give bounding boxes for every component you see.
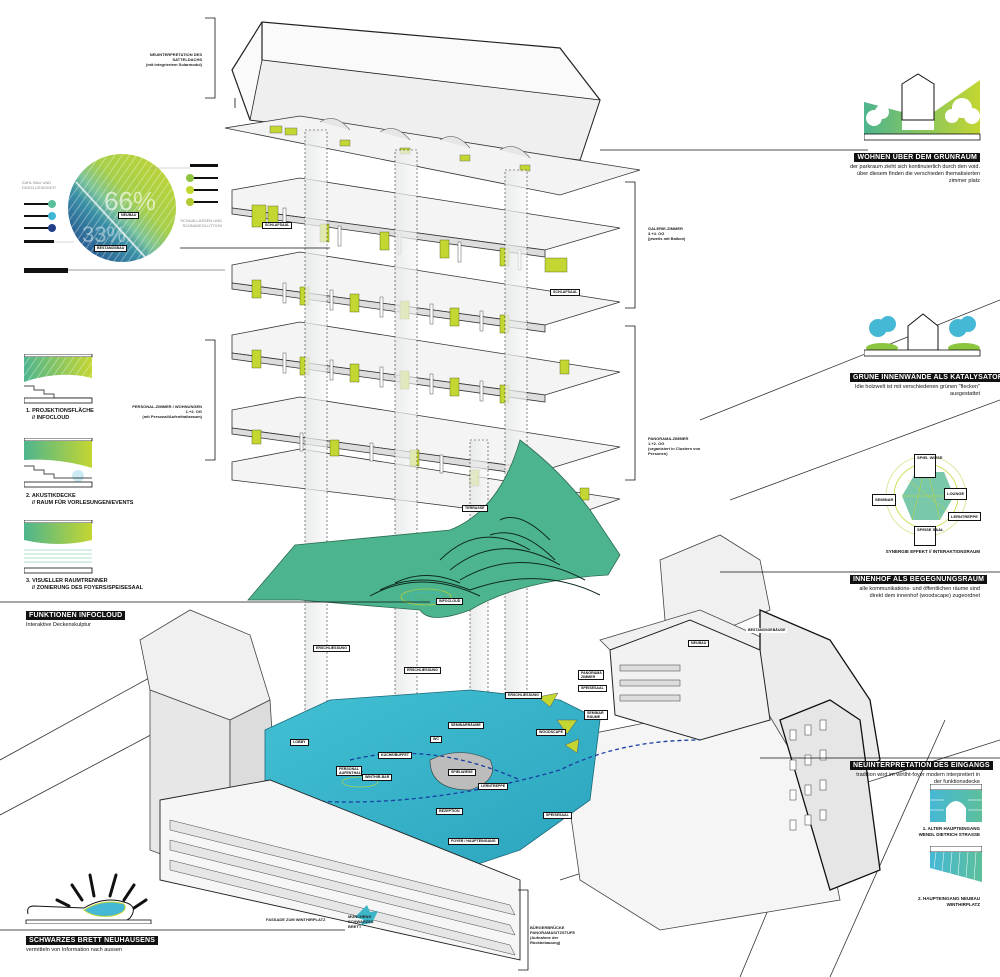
room-label-seminar-raeume: SEMINAR RÄUME <box>584 710 608 720</box>
synergie-node-lounge: LOUNGE <box>944 488 968 500</box>
pie-bestandsbau-percent: 33% <box>82 222 127 247</box>
legend-dot-lime <box>186 186 194 194</box>
legend-dot-green <box>186 174 194 182</box>
schwarzes-brett-scene <box>24 860 154 925</box>
room-label-speisesaal: SPEISESAAL <box>543 812 572 819</box>
synergie-node-spielwiese: SPIEL WIESE <box>914 454 943 478</box>
legend-dot-navy <box>48 224 56 232</box>
gruene-desc: Idie holzwelt ist mit verschiedenen grün… <box>855 384 980 397</box>
floor-slabs <box>231 177 621 521</box>
legend-line <box>24 203 54 205</box>
room-label-schlafsaal: SCHLAFSAAL <box>262 222 293 229</box>
innenhof-block: INNENHOF ALS BEGEGNUNGSRAUM alle kommuni… <box>850 568 988 600</box>
room-label-spielwiese: SPIELWIESE <box>448 769 476 776</box>
synergie-diagram: SPIEL WIESE LOUNGE LERNTREPPE SPEISE SAA… <box>868 450 983 550</box>
room-label-infocloud: INFOCLOUD <box>436 598 464 605</box>
floor-attic <box>224 115 641 196</box>
partition-walls <box>282 207 522 474</box>
wohnen-scene <box>863 72 982 142</box>
room-label-woodscape: WOODSCAPE <box>536 729 566 736</box>
historic-facade-windows <box>789 719 827 831</box>
room-label-lobby: LOBBY <box>290 739 309 746</box>
annotation-roof: NEUINTERPRETATION DES SATTELDACHS(mit in… <box>145 52 202 67</box>
innenhof-title: INNENHOF ALS BEGEGNUNGSRAUM <box>850 575 988 584</box>
room-label-bestandsbau: BESTANDSGEBÄUDE <box>746 628 788 633</box>
synergie-node-lerntreppe: LERNTREPPE <box>948 512 981 521</box>
room-label-foyer: FOYER / HAUPTEINGANG <box>448 838 499 845</box>
room-label-erschliessung: ERSCHLIESSUNG <box>404 667 441 674</box>
funktionen-infocloud-block: FUNKTIONEN INFOCLOUD Interaktive Deckens… <box>26 604 126 629</box>
schwarzes-brett-desc: vermitteln von Information nach aussen <box>26 947 122 953</box>
room-label-seminarraeume: SEMINARRÄUME <box>448 722 484 729</box>
infocloud-sculpture <box>247 439 621 618</box>
concept-2-caption: 2. AKUSTIKDECKE // RAUM FÜR VORLESUNGEN/… <box>26 493 134 506</box>
eingang-title: NEUINTERPRETATION DES EINGANGS <box>850 761 993 770</box>
neubau-haupteingang-icon <box>929 845 983 884</box>
concept-scene-3 <box>23 519 96 575</box>
room-label-rezeption: REZEPTION <box>436 808 463 815</box>
gruene-block: GRÜNE INNENWÄNDE ALS KATALYSATOR Idie ho… <box>850 366 1000 398</box>
new-building-facade <box>159 779 521 961</box>
pie-baseline-bar <box>24 268 68 273</box>
room-label-lerntreppe: LERNTREPPE <box>478 783 509 790</box>
circulation-shafts <box>304 129 528 791</box>
room-label-neubau: NEUBAU <box>688 640 710 647</box>
pie-chart <box>24 154 225 273</box>
concept-1-caption: 1. PROJEKTIONSFLÄCHE // INFOCLOUD <box>26 408 94 421</box>
room-label-wc: WC <box>430 736 442 743</box>
entrance-arrow-icon <box>355 905 378 925</box>
pie-chart-panel: 66% NEUBAU 33% BESTANDSBAU ZAHL BAU UND … <box>0 130 240 280</box>
gruene-scene <box>863 312 982 358</box>
panorama-building <box>609 619 771 741</box>
schwarzes-brett-block: SCHWARZES BRETT NEUHAUSENS vermitteln vo… <box>26 929 159 954</box>
alter-haupteingang-icon <box>929 783 983 824</box>
wohnen-desc: der parkraum zieht sich kontinuierlich d… <box>850 164 980 184</box>
funktionen-title: FUNKTIONEN INFOCLOUD <box>26 611 126 620</box>
legend-dot-olive <box>186 198 194 206</box>
legend-dot-teal <box>48 200 56 208</box>
innenhof-desc: alle kommunikations- und öffentlichen rä… <box>859 586 980 599</box>
concept-scene-1 <box>23 353 96 404</box>
room-label-speisesaal: SPEISESAAL <box>578 685 607 692</box>
room-label-kuechen-buffet: KÜCHE/BUFFET <box>378 752 412 759</box>
gruene-title: GRÜNE INNENWÄNDE ALS KATALYSATOR <box>850 373 1000 382</box>
annotation-fassade: FASSADE ZUM WINTHIRPLATZ <box>266 917 326 922</box>
wohnen-block: WOHNEN ÜBER DEM GRÜNRAUM der parkraum zi… <box>850 146 980 185</box>
room-label-erschliessung: ERSCHLIESSUNG <box>505 692 542 699</box>
pie-right-heading: SCHUALLASSEN UND SCHNAKEGLUTTION <box>180 218 222 228</box>
synergie-node-seminar: SEMINAR <box>872 494 897 506</box>
pie-divider <box>75 181 147 259</box>
concept-3-caption: 3. VISUELLER RAUMTRENNER // ZONIERUNG DE… <box>26 578 143 591</box>
room-label-erschliessung: ERSCHLIESSUNG <box>313 645 350 652</box>
room-label-panorama-zimmer: PANORAMA ZIMMER <box>578 670 604 680</box>
concept-scene-2 <box>23 437 96 488</box>
leader-lines <box>0 17 1000 971</box>
room-label-terrasse: TERRASSE <box>462 505 488 512</box>
room-label-winthir-bar: WINTHIR-BAR <box>362 774 393 781</box>
funktionen-desc: Interaktive Deckenskulptur <box>26 622 91 628</box>
pie-neubau-label: NEUBAU <box>118 212 140 219</box>
room-label-personal-aufenthalt: PERSONAL AUFENTHALT <box>336 766 363 776</box>
pie-left-heading: ZAHL BAU UND DIGIZLUSSIGKEIT <box>22 180 57 190</box>
existing-buildings <box>139 534 881 931</box>
pie-neubau-percent: 66% <box>104 186 157 216</box>
pie-bestandsbau-label: BESTANDSBAU <box>94 245 128 252</box>
room-label-schlafsaal: SCHLAFSAAL <box>550 289 581 296</box>
synergie-caption: SYNERGIE EFFEKT // INTERAKTIONSRAUM <box>885 549 980 554</box>
schwarzes-brett-title: SCHWARZES BRETT NEUHAUSENS <box>26 936 159 945</box>
synergie-node-speisesaal: SPEISE SAAL <box>914 526 943 546</box>
eingang-desc: tradition wird im wirtlht-foyer modern i… <box>856 772 980 785</box>
eingang-block: NEUINTERPRETATION DES EINGANGS tradition… <box>850 754 993 786</box>
legend-dot-cyan <box>48 212 56 220</box>
wohnen-title: WOHNEN ÜBER DEM GRÜNRAUM <box>854 153 980 162</box>
